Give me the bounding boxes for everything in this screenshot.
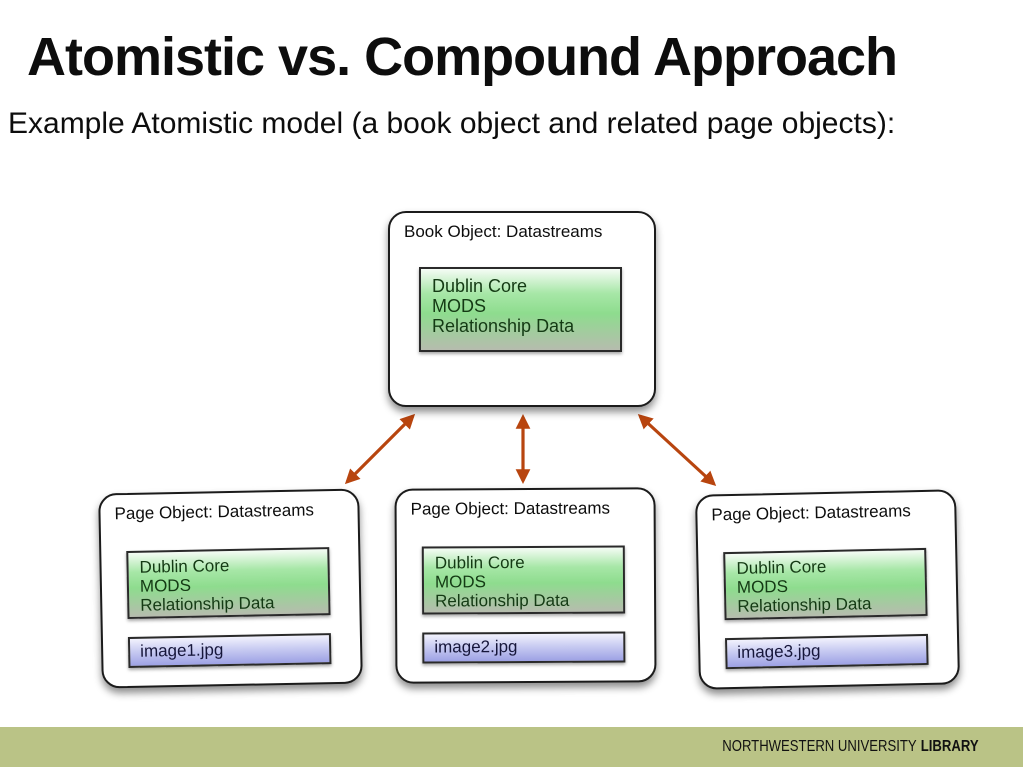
metadata-line-dublin-core: Dublin Core — [434, 553, 525, 573]
page-object-label: Page Object: Datastreams — [114, 500, 315, 524]
page-object-box-2: Page Object: Datastreams Dublin Core MOD… — [394, 487, 657, 684]
page3-image-datastream-box: image3.jpg — [724, 633, 929, 670]
slide-title: Atomistic vs. Compound Approach — [27, 27, 898, 87]
metadata-line-relationship-data: Relationship Data — [737, 594, 872, 616]
page-object-box-3: Page Object: Datastreams Dublin Core MOD… — [694, 489, 961, 690]
metadata-line-relationship-data: Relationship Data — [435, 590, 570, 611]
page1-image-datastream-box: image1.jpg — [127, 633, 332, 668]
book-metadata-datastreams-box: Dublin Core MODS Relationship Data — [419, 267, 622, 352]
metadata-line-mods: MODS — [432, 296, 486, 316]
page-object-label: Page Object: Datastreams — [410, 498, 611, 519]
metadata-line-mods: MODS — [434, 572, 487, 592]
metadata-line-relationship-data: Relationship Data — [432, 316, 575, 336]
page3-metadata-datastreams-box: Dublin Core MODS Relationship Data — [723, 547, 928, 621]
metadata-line-relationship-data: Relationship Data — [140, 593, 275, 615]
book-object-box: Book Object: Datastreams Dublin Core MOD… — [388, 211, 656, 407]
footer-institution: NORTHWESTERN UNIVERSITY — [722, 738, 918, 755]
arrow-book-to-page1 — [344, 413, 416, 485]
slide-subtitle: Example Atomistic model (a book object a… — [8, 107, 896, 140]
arrow-book-to-page3 — [637, 414, 717, 486]
page2-image-datastream-box: image2.jpg — [422, 631, 626, 664]
footer-unit: LIBRARY — [921, 738, 979, 755]
metadata-line-dublin-core: Dublin Core — [432, 276, 528, 296]
page1-metadata-datastreams-box: Dublin Core MODS Relationship Data — [126, 547, 331, 619]
page-object-box-1: Page Object: Datastreams Dublin Core MOD… — [98, 488, 363, 689]
page-object-label: Page Object: Datastreams — [711, 501, 911, 525]
book-object-label: Book Object: Datastreams — [404, 222, 603, 241]
page2-metadata-datastreams-box: Dublin Core MODS Relationship Data — [421, 545, 626, 615]
